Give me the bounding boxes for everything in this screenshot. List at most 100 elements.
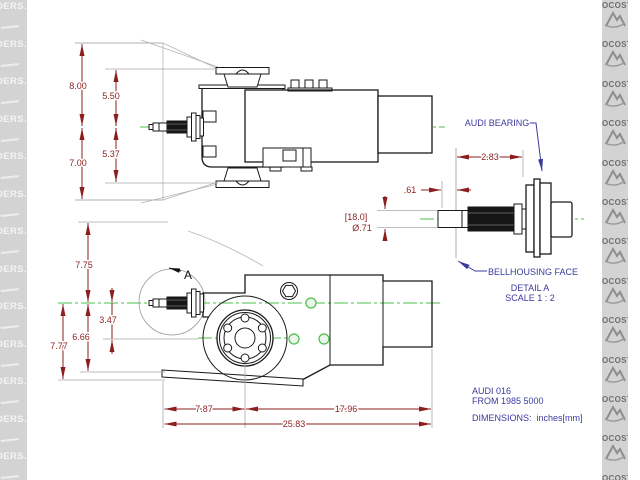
- watermark-text: DERS.C: [0, 188, 27, 200]
- watermark-swoosh-icon: [0, 25, 20, 33]
- dim-2.83: 2.83: [481, 152, 499, 162]
- input-shaft-side-view: [148, 288, 204, 318]
- watermark-unit: OCOST: [602, 315, 628, 354]
- locost-logo-icon: [604, 444, 626, 462]
- watermark-unit: DERS.C: [0, 75, 27, 113]
- watermark-right-strip: OCOST OCOST OCOST OCOST OCOST OCOST OCOS…: [602, 0, 628, 480]
- locost-logo-icon: [604, 89, 626, 107]
- dimension-text: 8.00 5.50 7.00 5.37 7.75 3.47 6.66 7.77 …: [49, 80, 501, 431]
- bellhousing-face-label: BELLHOUSING FACE: [488, 267, 578, 277]
- dim-8.00: 8.00: [69, 81, 87, 91]
- detail-scale: SCALE 1 : 2: [505, 293, 555, 303]
- watermark-text: DERS.C: [0, 1, 27, 12]
- watermark-left-strip: DERS.C DERS.C DERS.C DERS.C DERS.C DERS.…: [0, 0, 27, 480]
- locost-logo-icon: [604, 404, 626, 422]
- watermark-text: OCOST: [602, 1, 628, 10]
- watermark-swoosh-icon: [0, 362, 20, 371]
- watermark-unit: OCOST: [602, 158, 628, 197]
- watermark-unit: OCOST: [602, 276, 628, 315]
- locost-logo-icon: [604, 10, 626, 28]
- watermark-text: OCOST: [602, 79, 628, 89]
- watermark-unit: OCOST: [602, 473, 628, 480]
- audi-bearing-part: [525, 178, 573, 258]
- locost-logo-icon: [604, 129, 626, 146]
- top-view: [148, 67, 433, 188]
- dim-3.47: 3.47: [99, 315, 117, 325]
- detail-view: [437, 178, 573, 258]
- watermark-swoosh-icon: [0, 250, 20, 258]
- locost-logo-icon: [604, 168, 626, 186]
- watermark-text: OCOST: [602, 119, 628, 129]
- watermark-text: OCOST: [602, 473, 628, 480]
- plug: [305, 297, 317, 309]
- bottom-mount-flange: [215, 167, 270, 188]
- watermark-swoosh-icon: [0, 400, 20, 408]
- side-view: A: [148, 267, 433, 387]
- locost-logo-icon: [604, 326, 626, 343]
- watermark-swoosh-icon: [0, 212, 20, 221]
- watermark-text: DERS.C: [0, 76, 27, 87]
- watermark-unit: OCOST: [602, 394, 628, 433]
- top-mount-flange: [215, 67, 270, 88]
- watermark-text: DERS.C: [0, 113, 27, 125]
- watermark-swoosh-icon: [0, 437, 20, 446]
- title-block: AUDI 016 FROM 1985 5000 DIMENSIONS: inch…: [472, 386, 583, 423]
- watermark-unit: DERS.C: [0, 300, 27, 338]
- watermark-swoosh-icon: [0, 100, 20, 108]
- watermark-text: OCOST: [602, 158, 628, 168]
- watermark-unit: DERS.C: [0, 263, 27, 301]
- watermark-swoosh-icon: [0, 137, 20, 146]
- watermark-swoosh-icon: [0, 475, 20, 480]
- watermark-text: OCOST: [602, 434, 628, 444]
- annotations: AUDI BEARING BELLHOUSING FACE DETAIL A S…: [457, 117, 583, 423]
- watermark-swoosh-icon: [0, 62, 20, 71]
- watermark-unit: OCOST: [602, 0, 628, 39]
- locost-logo-icon: [604, 286, 626, 304]
- watermark-text: DERS.C: [0, 301, 27, 312]
- watermark-text: OCOST: [602, 394, 628, 404]
- watermark-unit: DERS.C: [0, 0, 27, 38]
- dim-7.87: 7.87: [195, 404, 213, 414]
- title-units: DIMENSIONS: inches[mm]: [472, 413, 583, 423]
- watermark-unit: OCOST: [602, 118, 628, 157]
- audi-bearing-label: AUDI BEARING: [465, 118, 530, 128]
- watermark-text: OCOST: [602, 40, 628, 50]
- watermark-text: DERS.C: [0, 451, 27, 462]
- watermark-text: OCOST: [602, 316, 628, 326]
- dim-17.96: 17.96: [335, 404, 358, 414]
- locost-logo-icon: [604, 50, 626, 68]
- hex-bolt: [280, 282, 298, 300]
- dim-7.77: 7.77: [50, 341, 68, 351]
- dim-7.00: 7.00: [69, 158, 87, 168]
- watermark-text: DERS.C: [0, 226, 27, 237]
- watermark-text: OCOST: [602, 355, 628, 365]
- watermark-unit: OCOST: [602, 197, 628, 236]
- watermark-unit: DERS.C: [0, 413, 27, 451]
- watermark-text: DERS.C: [0, 338, 27, 350]
- dim-18.0mm: [18.0]: [345, 212, 368, 222]
- watermark-swoosh-icon: [0, 175, 20, 183]
- watermark-text: DERS.C: [0, 376, 27, 387]
- watermark-unit: OCOST: [602, 236, 628, 275]
- locost-logo-icon: [604, 365, 626, 383]
- dim-6.66: 6.66: [72, 332, 90, 342]
- dim-dia.71: Ø.71: [352, 223, 372, 233]
- watermark-unit: DERS.C: [0, 113, 27, 151]
- dim-25.83: 25.83: [283, 419, 306, 429]
- watermark-unit: OCOST: [602, 79, 628, 118]
- watermark-text: OCOST: [602, 276, 628, 286]
- plug: [318, 333, 330, 345]
- watermark-text: OCOST: [602, 197, 628, 207]
- dim-5.50: 5.50: [102, 91, 120, 101]
- watermark-text: OCOST: [602, 237, 628, 247]
- watermark-text: DERS.C: [0, 38, 27, 50]
- watermark-unit: DERS.C: [0, 150, 27, 188]
- detail-title: DETAIL A: [511, 283, 550, 293]
- watermark-text: DERS.C: [0, 413, 27, 425]
- watermark-unit: OCOST: [602, 433, 628, 472]
- watermark-unit: DERS.C: [0, 338, 27, 376]
- dim-5.37: 5.37: [102, 149, 120, 159]
- watermark-unit: DERS.C: [0, 38, 27, 76]
- detail-marker-label: A: [184, 268, 192, 282]
